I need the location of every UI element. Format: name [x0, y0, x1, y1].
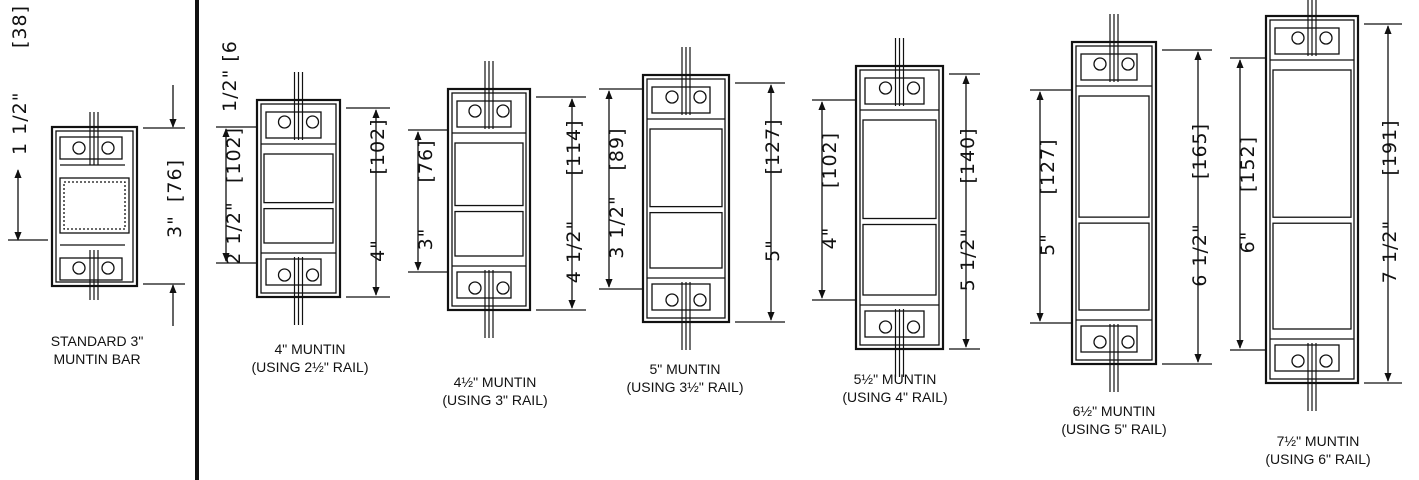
profile-caption-line2: (USING 3" RAIL) [442, 392, 547, 408]
right-dim-imperial: 5" [762, 239, 784, 262]
hollow-chamber [1078, 222, 1150, 311]
gasket-icon [1319, 354, 1333, 368]
bottom-rail [651, 283, 711, 311]
hollow-chamber [862, 119, 937, 220]
top-rail [456, 100, 512, 128]
gasket-icon [496, 104, 510, 118]
left-dim-metric: [76] [415, 139, 437, 182]
gasket-icon [468, 281, 482, 295]
standard-dim-top-imperial: 1 1/2" [9, 92, 31, 155]
gasket-icon [277, 268, 292, 282]
top-rail [864, 77, 925, 105]
hollow-chamber [649, 211, 723, 269]
partial-top-label: 1/2" [6 [219, 40, 241, 112]
hollow-chamber [454, 210, 524, 257]
top-rail [265, 111, 322, 139]
profile-caption-line1: 6½" MUNTIN [1073, 403, 1156, 419]
bottom-rail [456, 271, 512, 299]
hollow-chamber [862, 223, 937, 296]
standard-dim-side-metric: [76] [164, 159, 186, 202]
profile-caption-line2: (USING 3½" RAIL) [627, 379, 744, 395]
gasket-icon [693, 90, 707, 104]
left-dim-imperial: 4" [819, 227, 841, 250]
gasket-icon [1319, 31, 1333, 45]
standard-muntin-profile [50, 112, 139, 300]
bottom-rail [265, 258, 322, 286]
top-rail [1274, 27, 1340, 55]
hollow-chamber [1272, 69, 1352, 218]
profile-caption-line2: (USING 4" RAIL) [842, 389, 947, 405]
gasket-icon [1121, 57, 1135, 71]
gasket-icon [665, 293, 679, 307]
left-dim-imperial: 3" [415, 228, 437, 251]
right-dim-metric: [165] [1189, 123, 1211, 179]
hollow-chamber [1272, 222, 1352, 330]
muntin-profile-inner [1269, 19, 1355, 380]
hollow-chamber [263, 207, 334, 244]
left-dim-imperial: 2 1/2" [223, 201, 245, 264]
profile-caption-line1: 5½" MUNTIN [854, 371, 937, 387]
left-dim-imperial: 5" [1037, 233, 1059, 256]
profile-caption-line2: (USING 2½" RAIL) [252, 359, 369, 375]
gasket-icon [1291, 31, 1305, 45]
hollow-chamber [649, 128, 723, 208]
gasket-icon [1291, 354, 1305, 368]
gasket-icon [693, 293, 707, 307]
left-dim-metric: [127] [1037, 138, 1059, 194]
bottom-rail [864, 310, 925, 338]
muntin-profile-frame [1264, 14, 1360, 385]
profile-caption-line1: 4" MUNTIN [274, 341, 345, 357]
right-dim-imperial: 4" [367, 239, 389, 262]
gasket-icon [878, 320, 893, 334]
profile-caption-line1: 5" MUNTIN [649, 361, 720, 377]
right-dim-metric: [114] [563, 119, 585, 175]
left-dim-imperial: 3 1/2" [606, 195, 628, 258]
standard-dim-side-imperial: 3" [164, 215, 186, 238]
right-dim-imperial: 5 1/2" [957, 228, 979, 291]
profile-caption-line1: 7½" MUNTIN [1277, 433, 1360, 449]
gasket-icon [468, 104, 482, 118]
right-dim-imperial: 4 1/2" [563, 220, 585, 283]
gasket-icon [305, 268, 320, 282]
muntin-profile-frame [854, 64, 945, 351]
muntin-profile-inner [1075, 45, 1153, 361]
muntin-profile-frame [1070, 40, 1158, 366]
gasket-icon [906, 320, 921, 334]
gasket-icon [496, 281, 510, 295]
hollow-chamber [263, 153, 334, 204]
gasket-icon [878, 81, 893, 95]
bottom-rail [1274, 344, 1340, 372]
gasket-icon [305, 115, 320, 129]
hollow-chamber [1078, 95, 1150, 218]
left-dim-metric: [102] [819, 132, 841, 188]
profile-caption-line2: (USING 5" RAIL) [1061, 421, 1166, 437]
right-dim-metric: [191] [1379, 119, 1401, 175]
standard-dim-top-metric: [38] [9, 5, 31, 48]
gasket-icon [665, 90, 679, 104]
standard-caption-line1: STANDARD 3" [51, 333, 144, 349]
profile-caption-line1: 4½" MUNTIN [454, 374, 537, 390]
right-dim-imperial: 7 1/2" [1379, 220, 1401, 283]
gasket-icon [1093, 335, 1107, 349]
gasket-icon [277, 115, 292, 129]
profile-caption-line2: (USING 6" RAIL) [1265, 451, 1370, 467]
standard-caption-line2: MUNTIN BAR [53, 351, 140, 367]
top-rail [651, 86, 711, 114]
left-dim-metric: [152] [1237, 136, 1259, 192]
gasket-icon [1121, 335, 1135, 349]
hollow-chamber [454, 142, 524, 207]
bottom-rail [1080, 325, 1138, 353]
left-dim-metric: [102] [223, 127, 245, 183]
right-dim-imperial: 6 1/2" [1189, 223, 1211, 286]
left-dim-imperial: 6" [1237, 231, 1259, 254]
top-rail [1080, 53, 1138, 81]
gasket-icon [906, 81, 921, 95]
right-dim-metric: [140] [957, 127, 979, 183]
muntin-profile-inner [859, 69, 940, 346]
right-dim-metric: [127] [762, 118, 784, 174]
left-dim-metric: [89] [606, 127, 628, 170]
gasket-icon [1093, 57, 1107, 71]
right-dim-metric: [102] [367, 118, 389, 174]
